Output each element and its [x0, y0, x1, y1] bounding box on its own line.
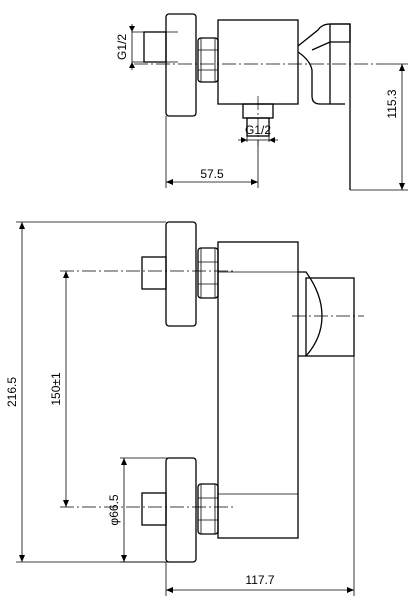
- side-offset-label: 57.5: [200, 167, 224, 181]
- front-upper-pipe: [141, 256, 167, 290]
- front-width-dim: [165, 356, 355, 596]
- front-lower-hex-nut: [197, 483, 219, 535]
- side-inlet-pipe: [143, 31, 167, 63]
- side-height-dim: [350, 63, 408, 191]
- side-offset-dim: [165, 116, 259, 188]
- side-thread-inlet-dim: [129, 24, 178, 70]
- front-lower-pipe: [141, 492, 167, 526]
- front-spacing-label: 150±1: [49, 372, 63, 406]
- front-spacing-dim: [63, 271, 69, 507]
- front-width-label: 117.7: [245, 573, 274, 587]
- side-hex-nut: [197, 37, 219, 83]
- front-total-height-dim: [16, 221, 166, 563]
- front-diameter-dim: [120, 457, 172, 563]
- side-height-label: 115.3: [385, 89, 399, 118]
- side-wall-flange: [165, 13, 197, 117]
- front-view: 216.5 150±1 φ66.5 117.7: [5, 221, 364, 596]
- front-diameter-label: φ66.5: [107, 494, 121, 525]
- side-mixer-body: [217, 19, 299, 105]
- side-thread-outlet-label: G1/2: [245, 123, 271, 137]
- side-view: G1/2 G1/2 57.5 115.3: [115, 13, 408, 191]
- side-thread-outlet-dim: [238, 118, 278, 143]
- front-total-height-label: 216.5: [5, 377, 19, 407]
- front-upper-hex-nut: [197, 247, 219, 299]
- side-thread-inlet-label: G1/2: [115, 34, 129, 60]
- front-upper-flange: [165, 221, 197, 327]
- front-lower-flange: [165, 457, 197, 563]
- side-lever: [297, 23, 351, 190]
- front-lever-handle: [298, 271, 355, 357]
- front-mixer-body: [217, 241, 299, 539]
